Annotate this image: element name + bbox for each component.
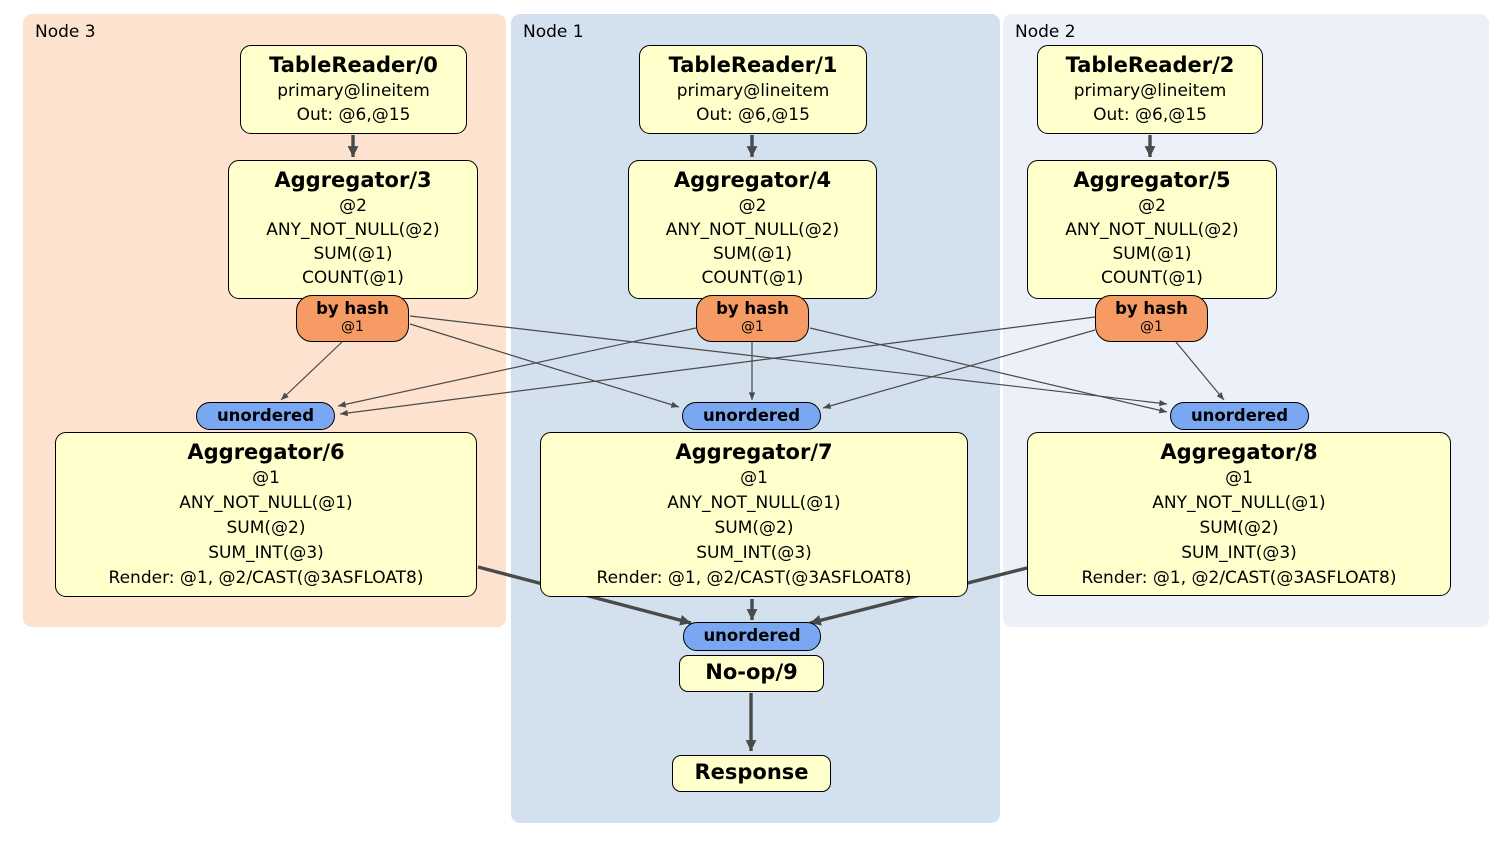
processor-title: Aggregator/5	[1073, 168, 1231, 192]
processor-detail: @1	[252, 468, 280, 488]
processor-detail: SUM(@1)	[313, 244, 393, 264]
processor-detail: primary@lineitem	[277, 81, 430, 101]
processor-title: Aggregator/7	[675, 440, 833, 464]
router-label: by hash	[716, 299, 789, 318]
processor-title: TableReader/1	[668, 53, 838, 77]
processor-aggregator-6: Aggregator/6 @1 ANY_NOT_NULL(@1) SUM(@2)…	[55, 432, 477, 597]
processor-title: TableReader/0	[269, 53, 438, 77]
processor-detail: SUM(@2)	[714, 518, 794, 538]
processor-detail: @2	[738, 196, 767, 216]
processor-detail: SUM_INT(@3)	[696, 543, 812, 563]
processor-detail: Out: @6,@15	[1093, 105, 1207, 125]
processor-detail: ANY_NOT_NULL(@2)	[1065, 220, 1239, 240]
processor-detail: Render: @1, @2/CAST(@3ASFLOAT8)	[596, 568, 912, 588]
processor-detail: @2	[339, 196, 367, 216]
processor-detail: COUNT(@1)	[1101, 268, 1203, 288]
processor-detail: SUM(@1)	[1112, 244, 1192, 264]
processor-aggregator-7: Aggregator/7 @1 ANY_NOT_NULL(@1) SUM(@2)…	[540, 432, 968, 597]
node3-label: Node 3	[35, 22, 96, 42]
edge-hash3-un6	[280, 341, 343, 401]
processor-detail: ANY_NOT_NULL(@1)	[1152, 493, 1326, 513]
processor-detail: COUNT(@1)	[302, 268, 404, 288]
processor-detail: ANY_NOT_NULL(@1)	[179, 493, 353, 513]
router-detail: @1	[341, 319, 364, 335]
processor-title: Aggregator/3	[274, 168, 432, 192]
sync-unordered-9: unordered	[683, 622, 821, 651]
processor-title: Aggregator/4	[673, 168, 832, 192]
processor-detail: primary@lineitem	[1073, 81, 1227, 101]
processor-detail: SUM_INT(@3)	[208, 543, 324, 563]
edge-hash3-un8	[409, 315, 1168, 407]
router-by-hash-5: by hash @1	[1095, 295, 1208, 342]
sync-label: unordered	[702, 406, 801, 425]
router-by-hash-3: by hash @1	[296, 295, 409, 342]
processor-detail: @1	[1225, 468, 1253, 488]
processor-detail: ANY_NOT_NULL(@2)	[665, 220, 840, 240]
processor-tablereader-0: TableReader/0 primary@lineitem Out: @6,@…	[240, 45, 467, 134]
processor-detail: SUM(@1)	[713, 244, 792, 264]
edge-hash5-un6	[339, 316, 1096, 417]
router-label: by hash	[316, 299, 389, 318]
processor-detail: Render: @1, @2/CAST(@3ASFLOAT8)	[1081, 568, 1397, 588]
processor-detail: SUM_INT(@3)	[1181, 543, 1297, 563]
sync-unordered-6: unordered	[196, 402, 335, 430]
node2-label: Node 2	[1015, 22, 1076, 42]
processor-detail: SUM(@2)	[1199, 518, 1279, 538]
processor-tablereader-2: TableReader/2 primary@lineitem Out: @6,@…	[1037, 45, 1263, 134]
processor-detail: @1	[740, 468, 768, 488]
sync-label: unordered	[1190, 406, 1289, 425]
processor-detail: Out: @6,@15	[296, 105, 411, 125]
sync-unordered-8: unordered	[1170, 402, 1309, 430]
processor-title: Aggregator/8	[1160, 440, 1318, 464]
edge-hash5-un8	[1175, 341, 1225, 401]
processor-aggregator-5: Aggregator/5 @2 ANY_NOT_NULL(@2) SUM(@1)…	[1027, 160, 1277, 299]
processor-detail: primary@lineitem	[676, 81, 830, 101]
processor-detail: @2	[1138, 196, 1166, 216]
node1-label: Node 1	[523, 22, 584, 42]
sync-unordered-7: unordered	[682, 402, 821, 430]
processor-aggregator-3: Aggregator/3 @2 ANY_NOT_NULL(@2) SUM(@1)…	[228, 160, 478, 299]
edge-hash4-un8	[809, 327, 1168, 414]
processor-aggregator-4: Aggregator/4 @2 ANY_NOT_NULL(@2) SUM(@1)…	[628, 160, 877, 299]
processor-title: TableReader/2	[1065, 53, 1235, 77]
processor-detail: Render: @1, @2/CAST(@3ASFLOAT8)	[108, 568, 424, 588]
processor-detail: Out: @6,@15	[696, 105, 810, 125]
sync-label: unordered	[703, 626, 801, 645]
processor-response: Response	[672, 755, 831, 792]
edge-hash4-un6	[337, 327, 697, 408]
processor-aggregator-8: Aggregator/8 @1 ANY_NOT_NULL(@1) SUM(@2)…	[1027, 432, 1451, 596]
router-detail: @1	[1140, 319, 1163, 335]
processor-detail: COUNT(@1)	[701, 268, 804, 288]
processor-tablereader-1: TableReader/1 primary@lineitem Out: @6,@…	[639, 45, 867, 134]
router-label: by hash	[1115, 299, 1188, 318]
edge-hash5-un7	[822, 329, 1096, 409]
router-by-hash-4: by hash @1	[696, 295, 809, 342]
edge-hash3-un7	[409, 323, 680, 408]
processor-title: Aggregator/6	[187, 440, 345, 464]
router-detail: @1	[741, 319, 764, 335]
processor-detail: ANY_NOT_NULL(@2)	[266, 220, 440, 240]
processor-detail: ANY_NOT_NULL(@1)	[667, 493, 841, 513]
sync-label: unordered	[216, 406, 315, 425]
processor-detail: SUM(@2)	[226, 518, 306, 538]
processor-noop-9: No-op/9	[679, 655, 824, 692]
